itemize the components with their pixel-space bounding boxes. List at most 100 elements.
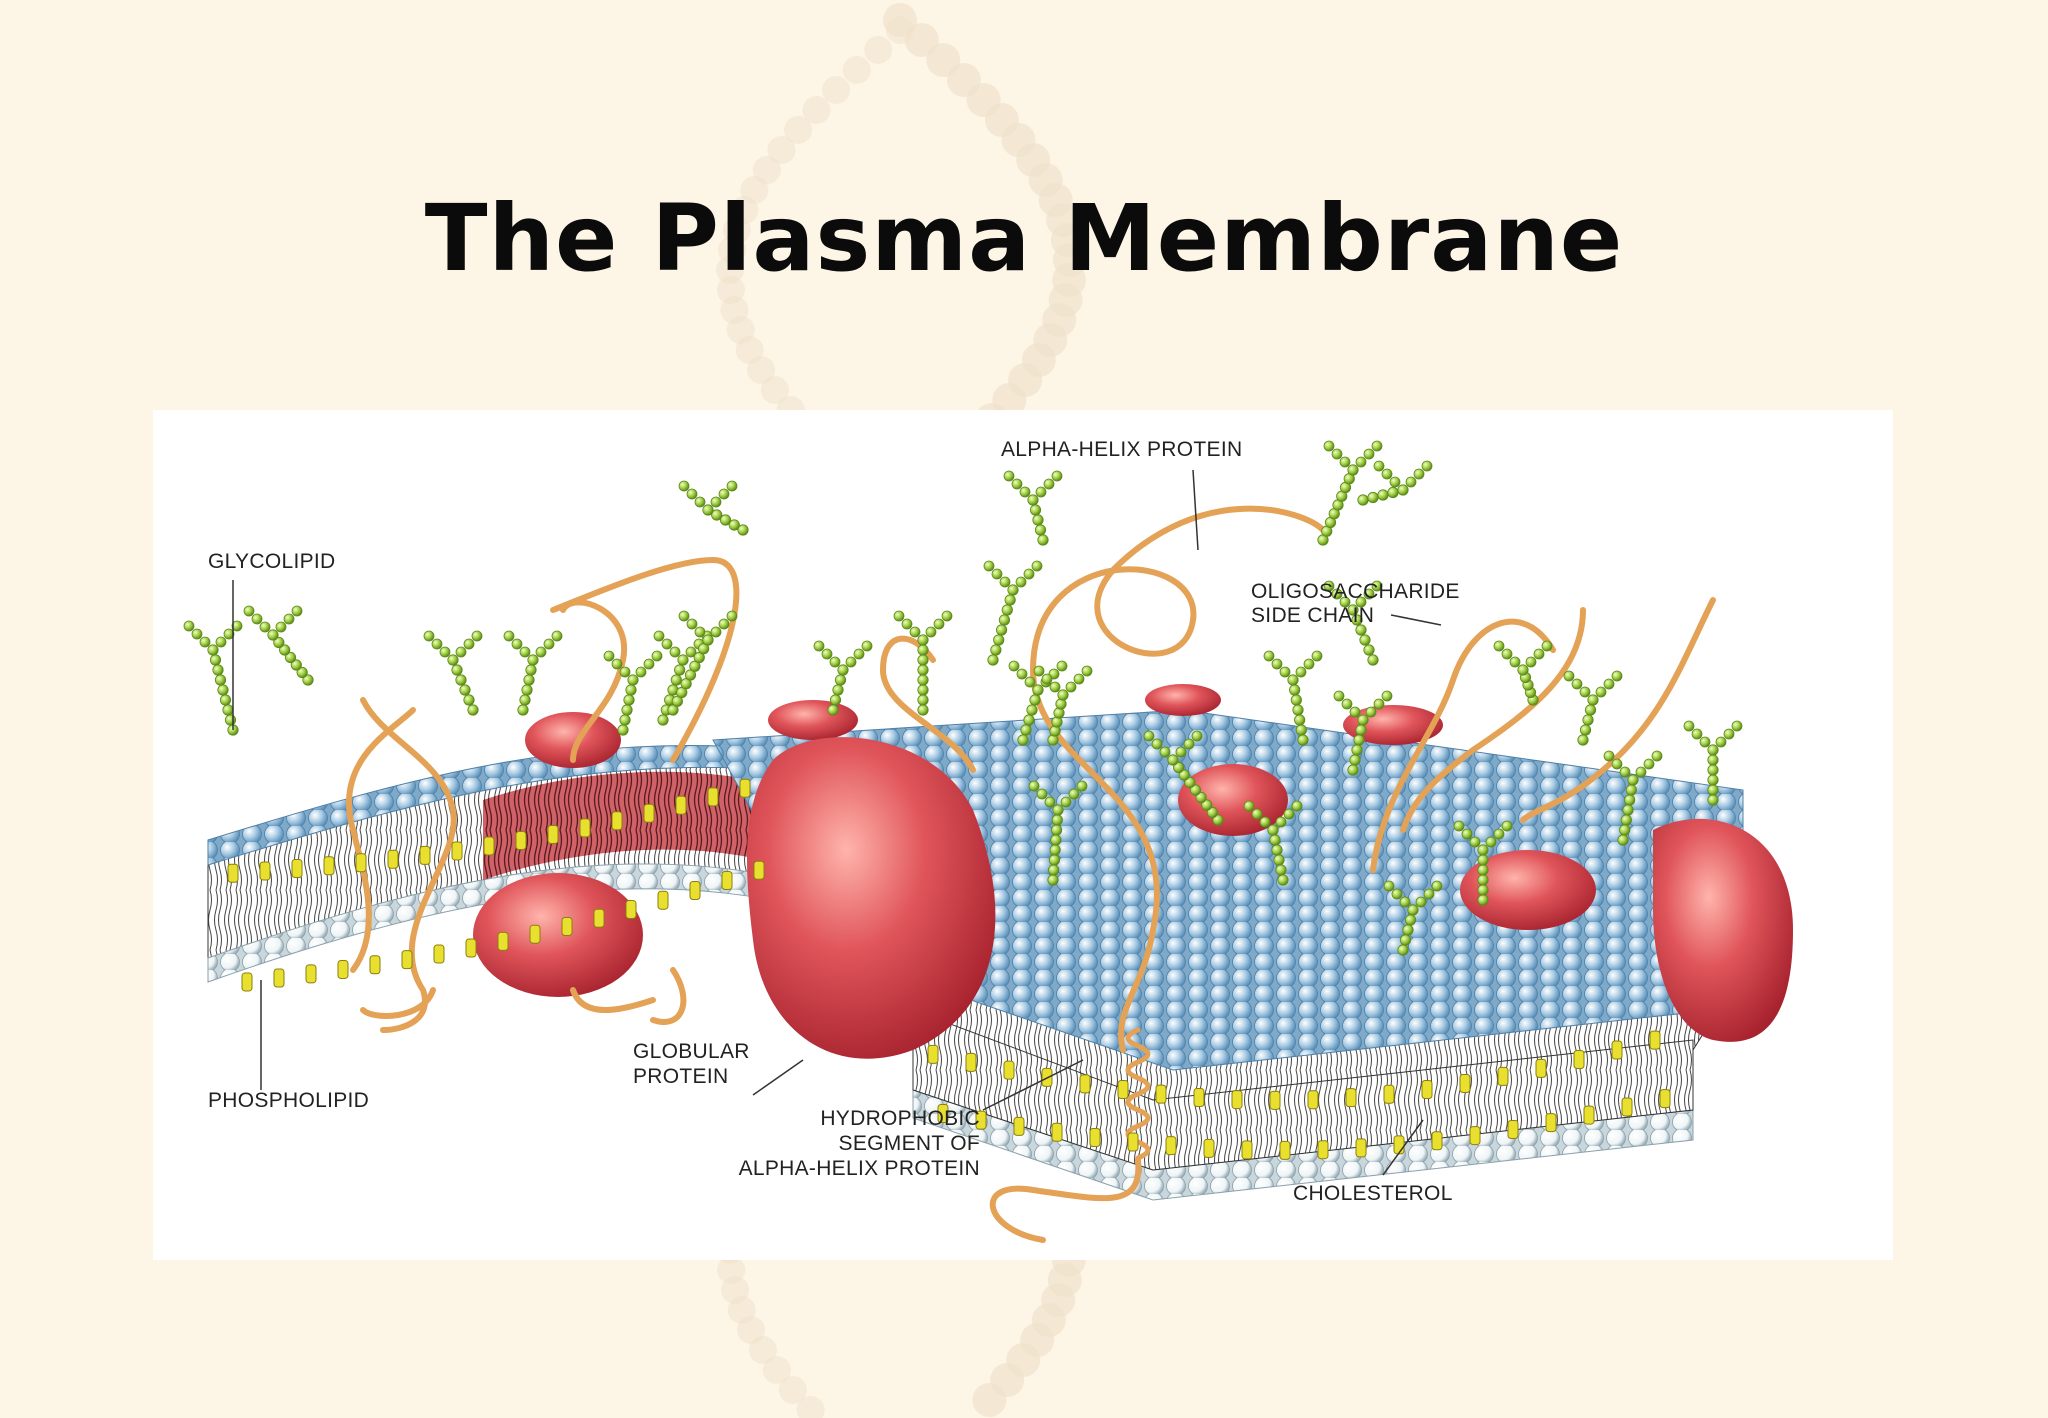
sugar-bead [1008, 660, 1020, 672]
sugar-bead [693, 651, 705, 664]
sugar-bead [1533, 648, 1545, 660]
sugar-bead [1339, 456, 1351, 468]
sugar-bead [991, 568, 1003, 580]
cholesterol-molecule [579, 818, 591, 838]
sugar-bead [917, 674, 929, 686]
sugar-bead [1397, 484, 1409, 496]
alpha-helix-leader [1192, 469, 1199, 551]
sugar-bead [829, 656, 841, 668]
sugar-bead [917, 704, 929, 716]
sugar-bead [1041, 673, 1053, 685]
sugar-bead [535, 646, 547, 658]
cholesterol-molecule [707, 787, 719, 807]
sugar-bead [1024, 676, 1036, 688]
watermark-bead [842, 56, 871, 84]
chain-left-c [560, 599, 628, 763]
sugar-bead [1477, 844, 1489, 856]
sugar-bead [995, 624, 1008, 636]
cholesterol-leader [1382, 1119, 1424, 1176]
sugar-bead [290, 659, 302, 671]
cholesterol-molecule [401, 950, 413, 970]
cholesterol-molecule [1013, 1116, 1025, 1136]
sugar-bead [1056, 660, 1068, 672]
cholesterol-molecule [1383, 1084, 1395, 1104]
sugar-bead [832, 684, 844, 696]
sugar-bead [431, 638, 443, 650]
sugar-bead [1243, 800, 1255, 812]
sugar-bead [183, 620, 195, 632]
watermark-bead [716, 256, 745, 284]
sugar-bead [1191, 730, 1203, 742]
sugar-bead [1363, 588, 1375, 600]
oligosaccharide-leader [1390, 614, 1442, 626]
sugar-bead [1461, 828, 1473, 840]
sugar-bead [1415, 896, 1427, 908]
sugar-bead [1402, 924, 1414, 936]
sugar-bead [1060, 796, 1072, 808]
sugar-bead [273, 636, 285, 649]
sugar-bead [1023, 568, 1035, 580]
sugar-bead [1365, 706, 1377, 718]
sugar-bead [1032, 684, 1044, 696]
diagram-labels: GLYCOLIPID PHOSPHOLIPID ALPHA-HELIX PROT… [208, 438, 1459, 1205]
globular-leader [752, 1059, 804, 1096]
cholesterol-molecule [1193, 1087, 1205, 1107]
sugar-bead [1611, 758, 1623, 770]
sugar-bead [1037, 534, 1049, 546]
cholesterol-molecule [369, 955, 381, 975]
sugar-bead [1050, 824, 1063, 836]
sugar-bead [718, 488, 730, 500]
sugar-bead [1331, 588, 1343, 600]
sugar-bead [439, 646, 451, 658]
cholesterol-molecule [1155, 1084, 1167, 1104]
sugar-bead [291, 605, 303, 617]
cholesterol-molecule [305, 964, 317, 984]
sugar-bead [1007, 584, 1019, 596]
watermark-bead [904, 23, 939, 57]
sugar-bead [1377, 489, 1389, 501]
sugar-bead [1577, 734, 1589, 746]
cholesterol-molecule [1279, 1140, 1291, 1160]
sugar-bead [243, 605, 255, 617]
sugar-bead [1353, 734, 1365, 746]
sugar-bead [511, 638, 523, 650]
sugar-bead [212, 664, 224, 676]
sugar-bead [1052, 804, 1064, 816]
sugar-bead [1493, 828, 1505, 840]
sugar-bead [1287, 674, 1299, 686]
cholesterol-molecule [1127, 1132, 1139, 1152]
sugar-bead [671, 695, 683, 707]
sugar-bead [667, 704, 679, 716]
sugar-bead [1027, 494, 1039, 506]
sugar-bead [1178, 769, 1190, 781]
sugar-bead [676, 686, 688, 699]
sugar-bead [623, 694, 635, 706]
sugar-bead [1707, 754, 1719, 766]
sugar-bead [1279, 666, 1291, 678]
sugar-bead [917, 694, 929, 706]
chain-left-b [346, 707, 416, 973]
sugar-bead [925, 626, 937, 638]
sugar-bead [1357, 714, 1369, 726]
sugar-bead [1011, 478, 1023, 490]
sugar-bead [834, 674, 847, 686]
sugar-bead [670, 674, 682, 686]
sugar-bead [661, 638, 673, 650]
cholesterol-molecule [1051, 1122, 1063, 1142]
chain-left-a [360, 697, 457, 1033]
cholesterol-molecule [1231, 1090, 1243, 1110]
sugar-bead [1206, 806, 1218, 819]
cholesterol-molecule [1355, 1138, 1367, 1158]
sugar-bead [455, 646, 467, 658]
sugar-bead [1357, 494, 1369, 506]
cholesterol-molecule [355, 853, 367, 873]
label-cholesterol: CHOLESTEROL [1293, 1182, 1453, 1205]
sugar-bead [1251, 808, 1263, 820]
sugar-bead [1029, 694, 1041, 706]
sugar-bead [423, 630, 435, 642]
sugar-bead [998, 614, 1011, 626]
sugar-bead [1347, 604, 1359, 616]
sugar-bead [1355, 624, 1367, 636]
cholesterol-molecule [1469, 1126, 1481, 1146]
